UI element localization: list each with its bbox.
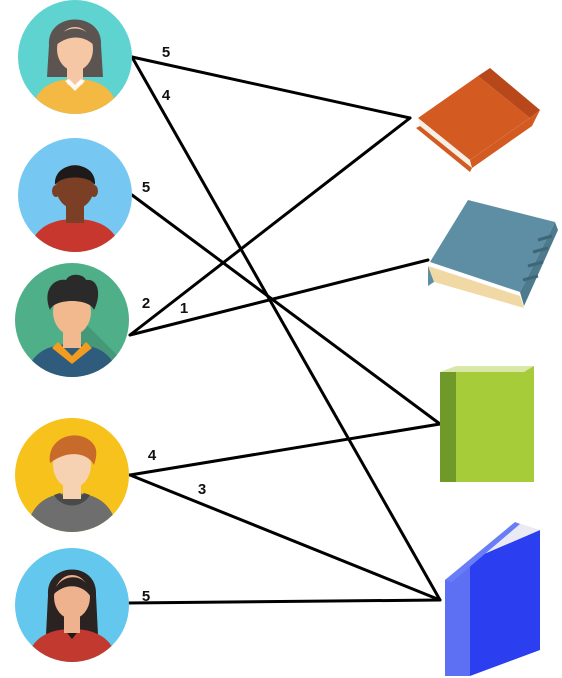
edge-p1-b4 <box>130 55 442 602</box>
edge-label-p3-b2: 1 <box>180 300 188 317</box>
woman-short-hair-avatar-icon <box>18 0 132 114</box>
edge-p3-b1 <box>128 116 412 337</box>
edge-label-p1-b1: 5 <box>162 44 170 61</box>
woman-long-hair-avatar-icon <box>15 548 129 662</box>
person-5 <box>15 548 129 662</box>
edge-p5-b4 <box>126 598 442 605</box>
edge-p1-b1 <box>130 55 412 120</box>
labels-layer: 5 4 5 2 1 4 3 5 <box>142 44 206 605</box>
blue-book-icon <box>445 522 540 676</box>
green-book-icon <box>440 366 534 482</box>
person-1 <box>18 0 132 114</box>
orange-book-icon <box>416 68 540 172</box>
book-2 <box>428 200 558 308</box>
edge-label-p4-b3: 4 <box>148 447 157 464</box>
man-curly-hair-avatar-icon <box>15 263 129 377</box>
book-4 <box>445 522 540 676</box>
edge-p2-b3 <box>130 193 442 426</box>
edge-label-p3-b1: 2 <box>142 295 150 312</box>
book-1 <box>416 68 540 172</box>
edge-p3-b2 <box>128 258 430 337</box>
book-3 <box>440 366 534 482</box>
dark-skinned-man-avatar-icon <box>18 138 132 252</box>
edge-p4-b3 <box>128 422 442 477</box>
man-hoodie-avatar-icon <box>15 418 129 532</box>
old-blue-book-icon <box>428 200 558 308</box>
edge-label-p5-b4: 5 <box>142 588 150 605</box>
edges-layer <box>126 55 442 605</box>
edge-label-p4-b4: 3 <box>198 481 206 498</box>
edge-label-p1-b4: 4 <box>162 87 171 104</box>
person-4 <box>15 418 129 532</box>
edge-label-p2-b3: 5 <box>142 179 150 196</box>
person-3 <box>15 263 129 377</box>
edge-p4-b4 <box>128 473 442 602</box>
person-2 <box>18 138 132 252</box>
